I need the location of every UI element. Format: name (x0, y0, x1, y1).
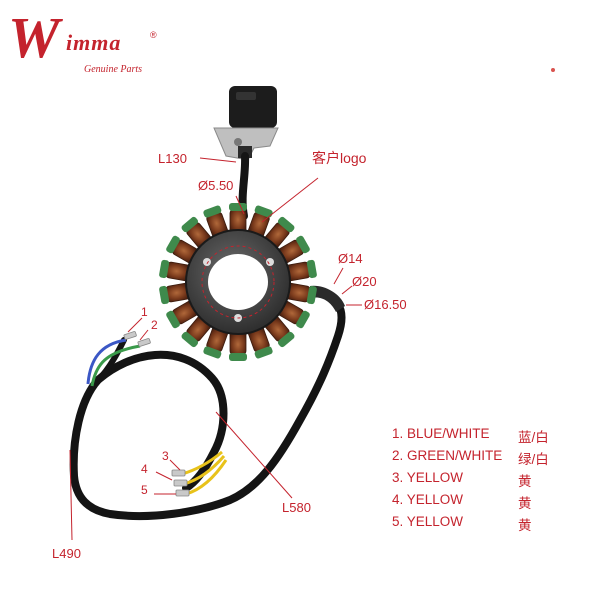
label-l580: L580 (282, 500, 311, 515)
wire-harness (69, 285, 346, 521)
yellow-wires (171, 450, 228, 497)
stator-coil (229, 203, 247, 235)
legend-cn: 黄 (518, 496, 532, 511)
logo-name: imma (66, 30, 122, 55)
legend-desc: 1. BLUE/WHITE (392, 426, 490, 441)
legend-cn: 绿/白 (518, 452, 549, 467)
legend-desc: 5. YELLOW (392, 514, 464, 529)
stator-coil (159, 259, 193, 282)
legend-cn: 黄 (518, 474, 532, 489)
pin-1: 1 (141, 305, 148, 319)
pin-4: 4 (141, 462, 148, 476)
legend-row: 3. YELLOW 黄 (392, 470, 562, 492)
label-l130: L130 (158, 151, 187, 166)
legend-desc: 4. YELLOW (392, 492, 464, 507)
pin-5: 5 (141, 483, 148, 497)
logo-mark: W (8, 5, 60, 70)
label-d14: Ø14 (338, 251, 363, 266)
legend-cn: 蓝/白 (518, 430, 549, 445)
stator-coils (159, 203, 317, 361)
corner-dot (551, 68, 555, 72)
stator-coil (283, 259, 317, 282)
stator-core (185, 229, 291, 335)
logo-tagline: Genuine Parts (84, 64, 143, 75)
legend-row: 1. BLUE/WHITE 蓝/白 (392, 426, 562, 448)
brand-logo: W imma ® Genuine Parts (8, 8, 168, 78)
stator-coil (283, 282, 317, 305)
wire-legend: 1. BLUE/WHITE 蓝/白 2. GREEN/WHITE 绿/白 3. … (392, 426, 562, 536)
leader-lines (69, 157, 362, 541)
legend-row: 2. GREEN/WHITE 绿/白 (392, 448, 562, 470)
logo-registered: ® (150, 30, 157, 40)
legend-desc: 2. GREEN/WHITE (392, 448, 503, 463)
signal-wires (86, 331, 151, 387)
label-d1650: Ø16.50 (364, 297, 407, 312)
pin-2: 2 (151, 318, 158, 332)
label-l490: L490 (52, 546, 81, 561)
legend-row: 5. YELLOW 黄 (392, 514, 562, 536)
legend-desc: 3. YELLOW (392, 470, 464, 485)
legend-cn: 黄 (518, 518, 532, 533)
label-logo-note: 客户logo (312, 150, 367, 166)
legend-row: 4. YELLOW 黄 (392, 492, 562, 514)
pin-3: 3 (162, 449, 169, 463)
label-d20: Ø20 (352, 274, 377, 289)
label-d550: Ø5.50 (198, 178, 234, 193)
pickup-sensor (213, 86, 279, 161)
